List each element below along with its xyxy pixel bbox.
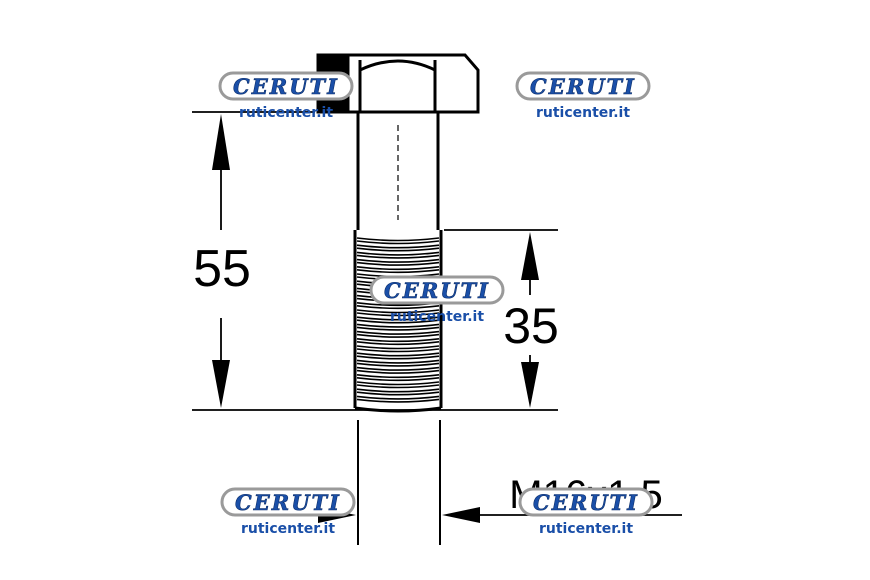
- arrow-up-icon: [212, 114, 230, 170]
- watermark: CERUTI ruticenter.it: [515, 71, 651, 121]
- arrow-left-icon: [442, 507, 480, 523]
- watermark-site: ruticenter.it: [536, 105, 630, 121]
- watermark-site: ruticenter.it: [390, 309, 484, 325]
- extension-lines: [357, 420, 441, 545]
- watermark-logo: CERUTI: [233, 74, 339, 99]
- bolt-thread: [353, 230, 443, 413]
- arrow-down-icon: [212, 360, 230, 408]
- arrow-down-icon: [521, 362, 539, 408]
- watermark: CERUTI ruticenter.it: [218, 71, 354, 121]
- watermark-site: ruticenter.it: [539, 521, 633, 537]
- watermark-logo: CERUTI: [533, 490, 639, 515]
- watermark-site: ruticenter.it: [239, 105, 333, 121]
- bolt-shank: [356, 112, 440, 230]
- watermark-logo-badge: [218, 71, 354, 101]
- watermark-logo-badge: [518, 487, 654, 517]
- watermark-logo: CERUTI: [530, 74, 636, 99]
- watermark-logo-badge: [220, 487, 356, 517]
- watermark-site: ruticenter.it: [241, 521, 335, 537]
- dimension-35-label: 35: [503, 298, 559, 354]
- arrow-up-icon: [521, 232, 539, 280]
- watermark-logo-badge: [369, 275, 505, 305]
- watermark: CERUTI ruticenter.it: [518, 487, 654, 537]
- dimension-55: [192, 111, 558, 411]
- watermark: CERUTI ruticenter.it: [220, 487, 356, 537]
- watermark: CERUTI ruticenter.it: [369, 275, 505, 325]
- dimension-55-label: 55: [193, 240, 251, 298]
- dimension-35: [444, 229, 558, 408]
- watermark-logo: CERUTI: [384, 278, 490, 303]
- watermark-logo: CERUTI: [235, 490, 341, 515]
- watermark-logo-badge: [515, 71, 651, 101]
